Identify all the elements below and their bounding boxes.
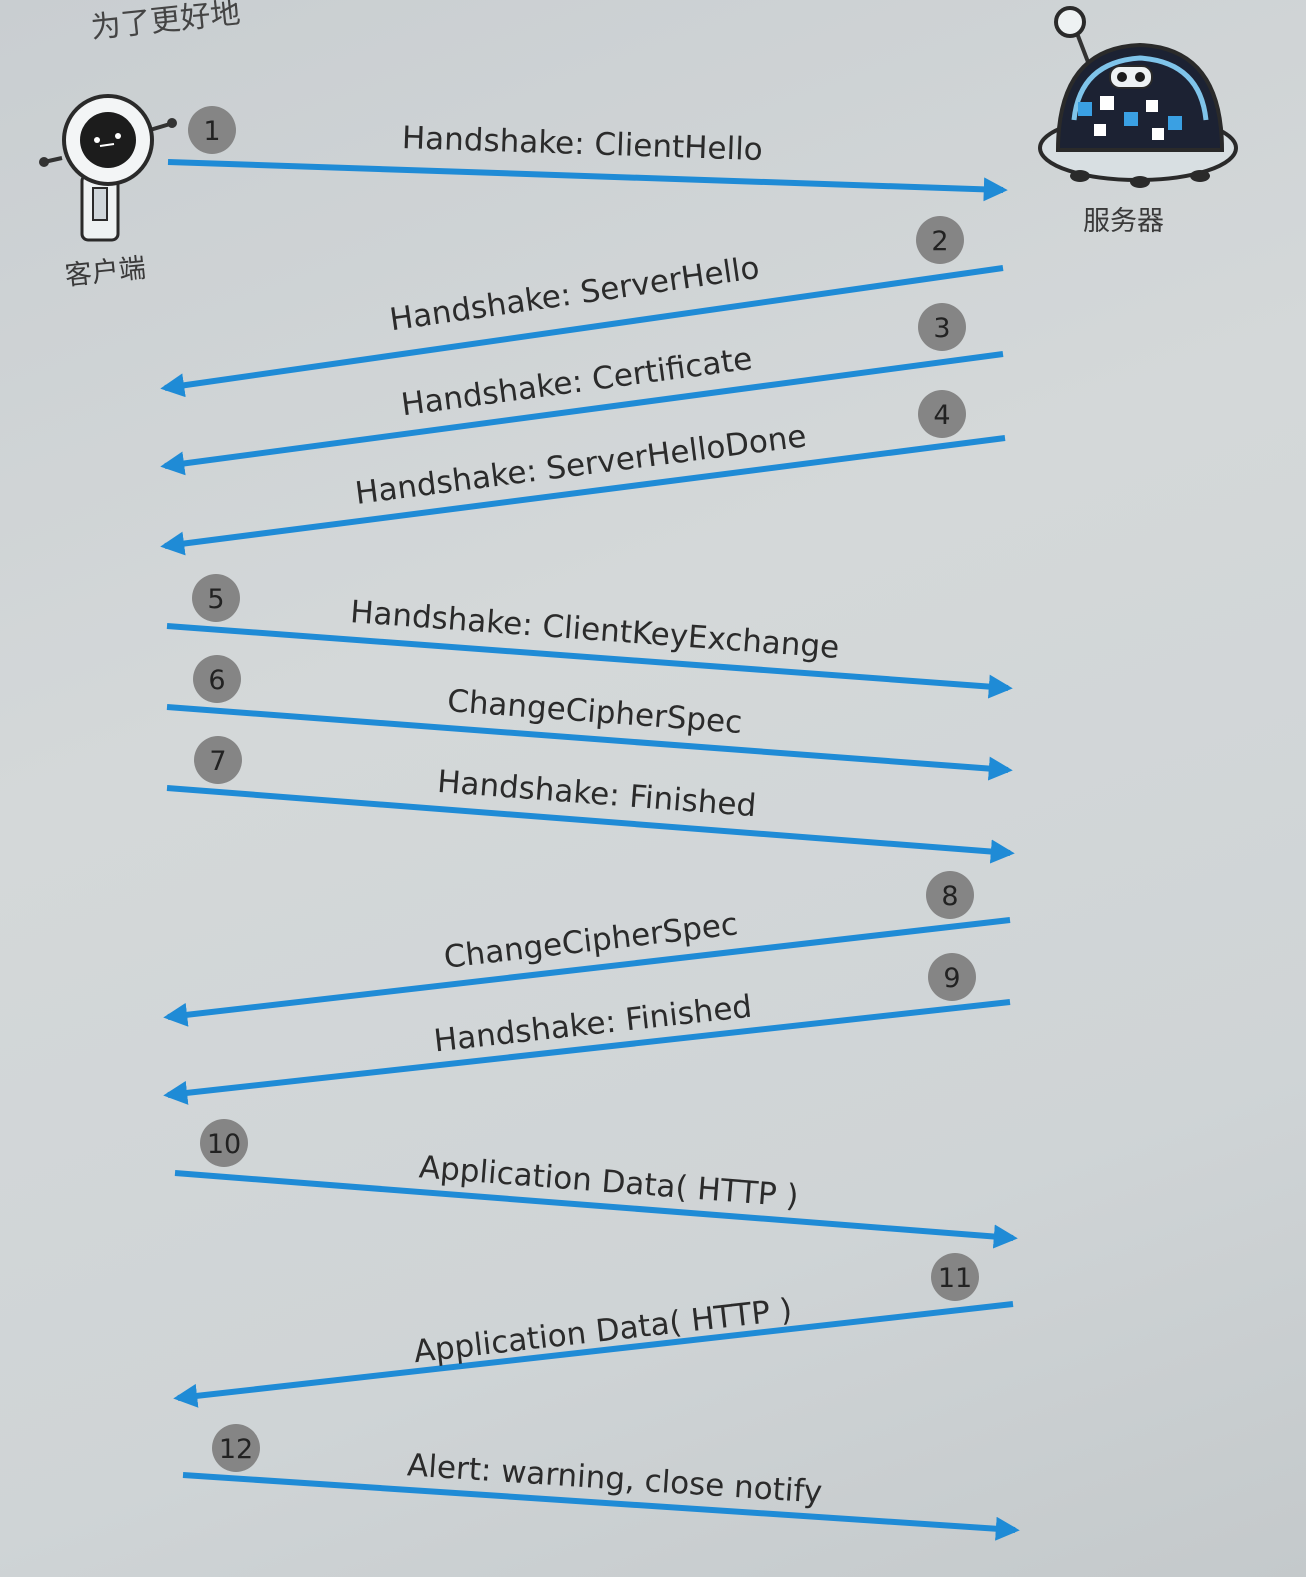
message-1: Handshake: ClientHello 1 [167,106,1008,202]
server-robot-icon [1038,6,1238,188]
header-text: 为了更好地 [89,0,242,46]
step-badge [931,1253,979,1301]
step-number: 7 [209,746,226,777]
step-badge [918,390,966,438]
client-label: 客户端 [63,253,147,292]
step-number: 10 [207,1129,241,1160]
step-number: 11 [938,1263,972,1294]
step-badge [200,1119,248,1167]
message-arrow [166,785,1015,864]
message-label: Application Data( HTTP ) [412,1292,794,1370]
message-arrow [160,351,1004,476]
server-label: 服务器 [1083,206,1164,237]
message-10: Application Data( HTTP )10 [174,1119,1018,1249]
message-label: Handshake: ClientHello [401,120,763,168]
step-number: 3 [933,313,950,344]
step-badge [926,871,974,919]
step-number: 5 [207,584,224,615]
step-badge [918,303,966,351]
step-number: 12 [219,1434,253,1465]
step-badge [916,216,964,264]
step-badge [188,106,236,154]
message-arrow [166,704,1013,781]
message-arrow [163,999,1011,1105]
step-number: 1 [203,116,220,147]
message-arrow [166,623,1013,699]
message-arrow [163,917,1011,1027]
step-badge [194,736,242,784]
message-arrow [160,435,1006,556]
step-number: 6 [208,665,225,696]
step-number: 8 [941,881,958,912]
message-arrow [173,1301,1014,1408]
message-arrow [182,1472,1020,1541]
step-number: 2 [931,226,948,257]
step-number: 4 [933,400,950,431]
message-arrow [167,159,1008,202]
message-arrow [160,265,1004,398]
message-arrow [174,1170,1018,1249]
step-number: 9 [943,963,960,994]
message-label: Handshake: ServerHello [387,250,761,338]
step-badge [193,655,241,703]
client-robot-icon [39,94,177,242]
message-11: Application Data( HTTP ) 11 [173,1253,1014,1408]
step-badge [212,1424,260,1472]
step-badge [192,574,240,622]
step-badge [928,953,976,1001]
